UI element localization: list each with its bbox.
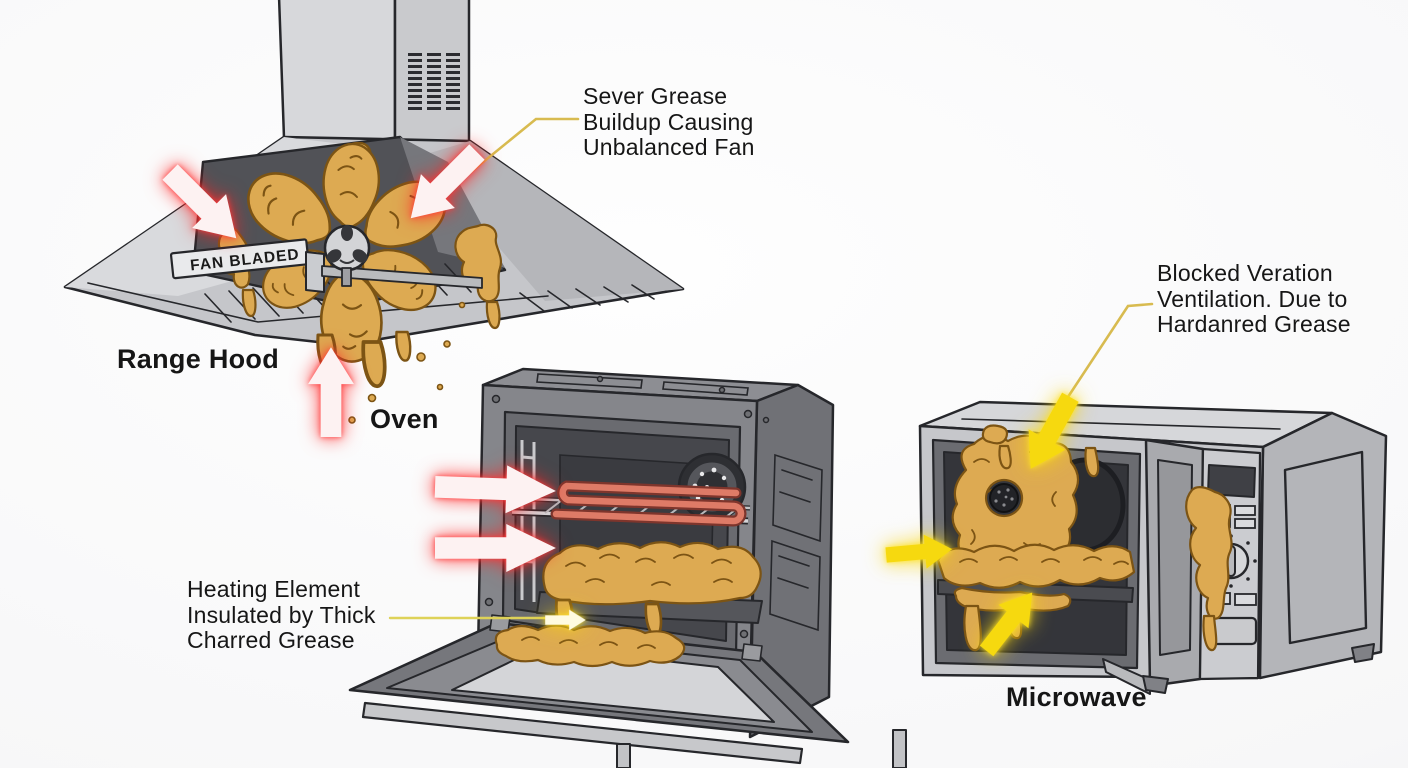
- oven-annotation-line3: Charred Grease: [187, 627, 355, 653]
- microwave-display: [1207, 464, 1256, 498]
- fan-support-arm: [321, 265, 483, 289]
- fan-hub: [323, 224, 371, 287]
- microwave-grease-shelf: [936, 543, 1136, 589]
- microwave-right-side: [1258, 411, 1388, 680]
- hood-chimney-front: [277, 0, 397, 153]
- fan-bracket: [305, 251, 325, 293]
- microwave-side-inset: [1283, 450, 1368, 645]
- oven-label: Oven: [370, 404, 439, 434]
- range-hood-label: Range Hood: [117, 344, 279, 374]
- microwave-annotation-line1: Blocked Veration: [1157, 260, 1333, 286]
- oven-grease-slab: [542, 541, 762, 606]
- microwave-annotation-line3: Hardanred Grease: [1157, 311, 1351, 337]
- microwave-door-grease: [1185, 486, 1233, 620]
- microwave-foot-right: [1351, 643, 1375, 663]
- microwave-door-window: [1157, 459, 1193, 656]
- oven-annotation-line1: Heating Element: [187, 576, 361, 602]
- oven-illustration: [348, 367, 907, 768]
- microwave-foot-left: [1142, 675, 1169, 694]
- leader-line-microwave: [1064, 302, 1154, 402]
- microwave-grease-ring: [951, 434, 1080, 576]
- hood-right-facet: [420, 141, 683, 301]
- oven-annotation-line2: Insulated by Thick: [187, 601, 376, 628]
- grease-droplets: [348, 301, 466, 424]
- hood-annotation: Sever Grease Buildup Causing Unbalanced …: [583, 83, 755, 161]
- microwave-vent: [989, 483, 1019, 513]
- oven-leg-front: [616, 743, 631, 768]
- oven-heating-element: [550, 480, 747, 527]
- hood-annotation-line1: Sever Grease: [583, 83, 728, 109]
- microwave-annotation: Blocked Veration Ventilation. Due to Har…: [1157, 260, 1351, 338]
- hood-rim-edge: [87, 282, 549, 323]
- oven-open-door: [348, 614, 850, 765]
- oven-screws: [484, 375, 770, 639]
- microwave-illustration: [918, 400, 1388, 695]
- oven-leg-back: [892, 729, 907, 768]
- oven-door-handle: [361, 701, 804, 765]
- hood-chimney-side: [393, 0, 471, 153]
- hood-annotation-line2: Buildup Causing: [583, 108, 754, 135]
- microwave-label: Microwave: [1006, 682, 1147, 712]
- oven-door-grease: [494, 624, 686, 668]
- oven-annotation: Heating Element Insulated by Thick Charr…: [187, 576, 376, 654]
- microwave-annotation-line2: Ventilation. Due to: [1157, 285, 1348, 312]
- chimney-vent-grille: [408, 53, 460, 110]
- hood-annotation-line3: Unbalanced Fan: [583, 134, 755, 160]
